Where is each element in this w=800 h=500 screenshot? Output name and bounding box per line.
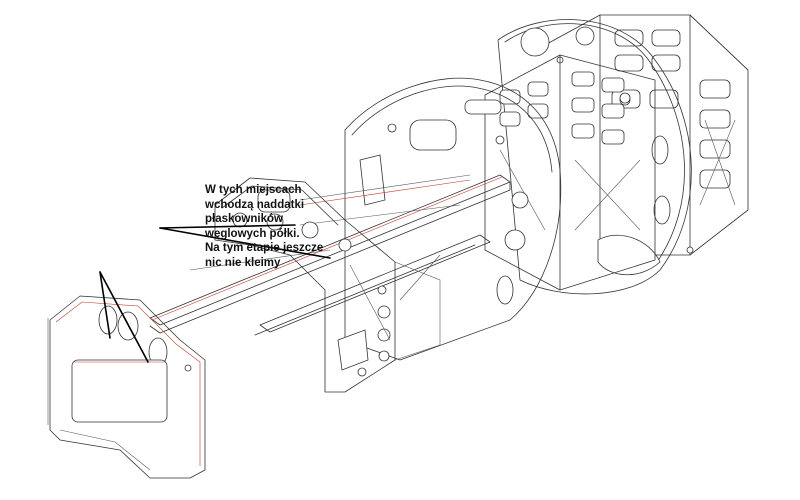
annotation-line: W tych miejscach [205,184,302,196]
hex-frame [214,177,441,393]
lattice-box-section [484,54,656,291]
annotation-note: W tych miejscach wchodzą naddatki płasko… [205,183,365,271]
annotation-line: płaskowników [205,213,283,226]
round-bulkhead-front [344,77,562,361]
annotation-line: nic nie kleimy [205,256,281,269]
annotation-line: wchodzą naddatki [205,198,305,211]
rear-box-section [544,14,749,256]
round-bulkhead-rear [497,19,694,295]
annotation-line: Na tym etapie jeszcze [205,242,324,255]
annotation-line: węglowych półki. [205,227,300,240]
annotation-pointers [99,224,331,363]
